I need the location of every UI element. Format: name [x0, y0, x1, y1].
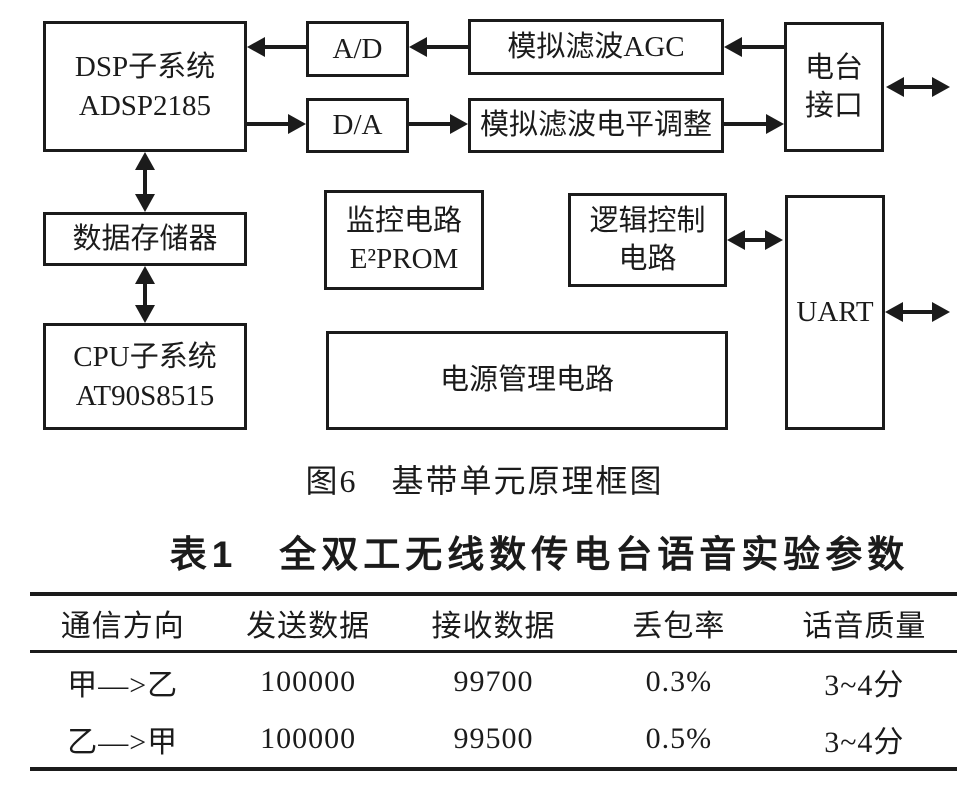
- arrow-radio-external-head-right: [932, 77, 950, 97]
- experiment-table: 通信方向 发送数据 接收数据 丢包率 话音质量 甲—>乙 100000 9970…: [30, 592, 957, 771]
- table-cell-received: 99700: [453, 664, 534, 698]
- arrow-radio-external-line: [900, 85, 936, 89]
- arrow-level-to-radio-line: [724, 122, 768, 126]
- arrow-ad-to-dsp-line: [263, 45, 306, 49]
- arrow-memory-cpu-head-down: [135, 305, 155, 323]
- table-header-loss-rate: 丢包率: [632, 610, 726, 643]
- arrow-radio-external-head-left: [886, 77, 904, 97]
- box-data-memory: 数据存储器: [43, 212, 247, 266]
- table-cell-voice-quality: 3~4分: [824, 668, 905, 702]
- arrow-ad-to-dsp-head: [247, 37, 265, 57]
- box-ad-converter: A/D: [306, 21, 409, 77]
- table-cell-received: 99500: [453, 721, 534, 755]
- table-cell-loss-rate: 0.5%: [645, 721, 713, 755]
- table-title: 表1 全双工无线数传电台语音实验参数: [169, 534, 910, 575]
- table-header-sent: 发送数据: [246, 610, 371, 643]
- arrow-dsp-to-da-head: [288, 114, 306, 134]
- arrow-logic-uart-head-right: [765, 230, 783, 250]
- table-row: 乙—>甲 100000 99500 0.5% 3~4分: [30, 710, 957, 767]
- table-top-rule: [30, 592, 957, 596]
- figure-caption: 图6 基带单元原理框图: [305, 463, 664, 499]
- table-header-received: 接收数据: [431, 610, 556, 643]
- table-cell-direction: 乙—>甲: [67, 725, 179, 759]
- arrow-radio-to-agc-head: [724, 37, 742, 57]
- table-header-rule: [30, 650, 957, 653]
- table-bottom-rule: [30, 767, 957, 771]
- box-radio-interface: 电台 接口: [784, 22, 884, 152]
- box-dsp-subsystem: DSP子系统 ADSP2185: [43, 21, 247, 152]
- baseband-block-diagram: DSP子系统 ADSP2185 A/D 模拟滤波AGC 电台 接口 D/A 模拟…: [43, 19, 950, 430]
- arrow-da-to-level-head: [450, 114, 468, 134]
- box-monitor-eeprom: 监控电路 E²PROM: [324, 190, 484, 290]
- box-analog-filter-agc: 模拟滤波AGC: [468, 19, 724, 75]
- table-header-direction: 通信方向: [60, 610, 185, 643]
- arrow-dsp-to-da-line: [247, 122, 290, 126]
- table-cell-sent: 100000: [260, 664, 357, 698]
- table-cell-direction: 甲—>乙: [67, 668, 179, 702]
- arrow-da-to-level-line: [409, 122, 452, 126]
- box-logic-control: 逻辑控制 电路: [568, 193, 727, 287]
- box-analog-filter-level-adjust: 模拟滤波电平调整: [468, 98, 724, 153]
- arrow-uart-external-line: [899, 310, 936, 314]
- box-da-converter: D/A: [306, 98, 409, 153]
- arrow-radio-to-agc-line: [740, 45, 784, 49]
- table-header-row: 通信方向 发送数据 接收数据 丢包率 话音质量: [30, 596, 957, 650]
- box-cpu-subsystem: CPU子系统 AT90S8515: [43, 323, 247, 430]
- arrow-dsp-memory-line: [143, 167, 147, 197]
- arrow-memory-cpu-head-up: [135, 266, 155, 284]
- table-cell-voice-quality: 3~4分: [824, 725, 905, 759]
- arrow-agc-to-ad-line: [425, 45, 468, 49]
- arrow-logic-uart-line: [741, 238, 771, 242]
- arrow-dsp-memory-head-up: [135, 152, 155, 170]
- arrow-memory-cpu-line: [143, 281, 147, 308]
- arrow-uart-external-head-right: [932, 302, 950, 322]
- arrow-uart-external-head-left: [885, 302, 903, 322]
- arrow-dsp-memory-head-down: [135, 194, 155, 212]
- arrow-agc-to-ad-head: [409, 37, 427, 57]
- table-header-voice-quality: 话音质量: [802, 610, 927, 643]
- arrow-level-to-radio-head: [766, 114, 784, 134]
- table-cell-sent: 100000: [260, 721, 357, 755]
- box-uart: UART: [785, 195, 885, 430]
- arrow-logic-uart-head-left: [727, 230, 745, 250]
- table-cell-loss-rate: 0.3%: [645, 664, 713, 698]
- box-power-management: 电源管理电路: [326, 331, 728, 430]
- table-row: 甲—>乙 100000 99700 0.3% 3~4分: [30, 653, 957, 710]
